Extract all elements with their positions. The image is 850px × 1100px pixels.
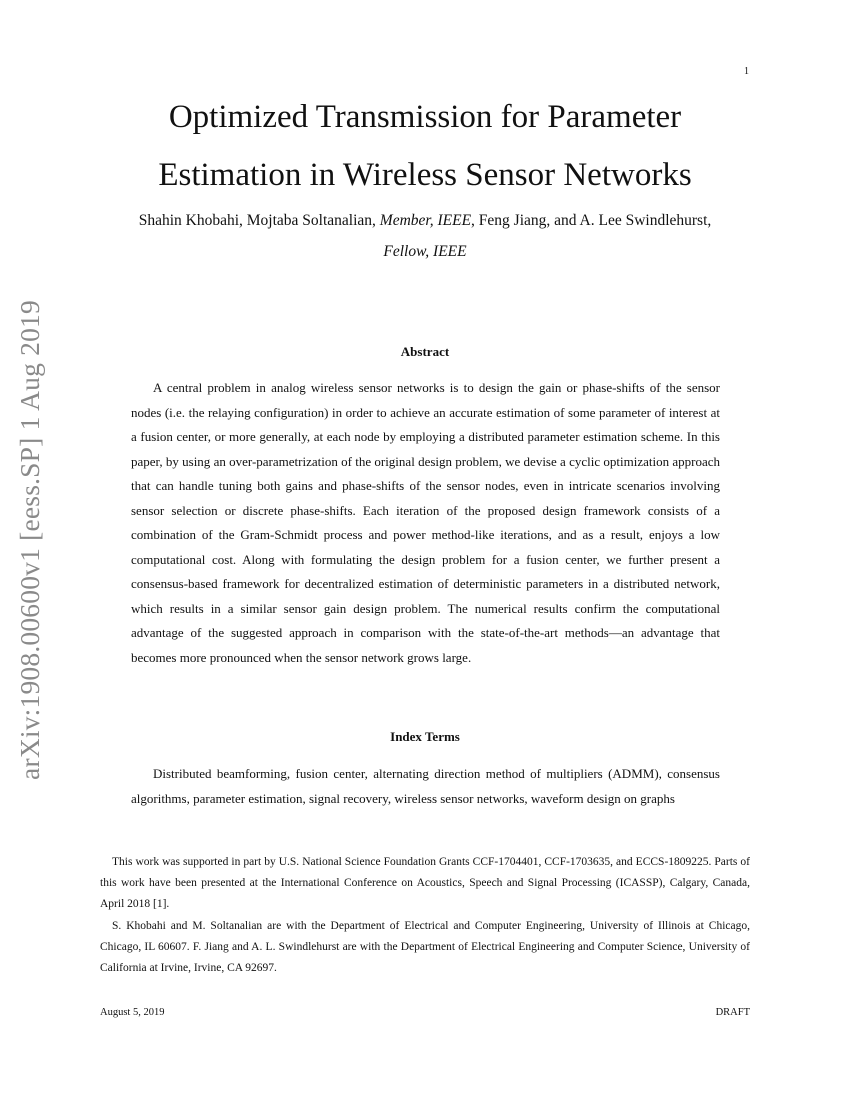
index-terms-heading: Index Terms [390, 729, 460, 744]
abstract-heading: Abstract [400, 344, 450, 359]
affiliation-footnote: S. Khobahi and M. Soltanalian are with t… [100, 920, 750, 975]
authors-text-1: Shahin Khobahi, Mojtaba Soltanalian, [138, 212, 380, 229]
footer-draft-label: DRAFT [715, 1007, 750, 1018]
author-affiliation-member: Member, IEEE [379, 212, 472, 229]
funding-footnote: This work was supported in part by U.S. … [100, 856, 750, 911]
author-affiliation-fellow: Fellow, IEEE [383, 243, 467, 260]
page-number: 1 [744, 66, 749, 77]
footer-date: August 5, 2019 [100, 1007, 165, 1018]
index-terms-body: Distributed beamforming, fusion center, … [131, 766, 720, 806]
authors-text-2: , Feng Jiang, and A. Lee Swindlehurst, [471, 212, 712, 229]
arxiv-identifier-stamp: arXiv:1908.00600v1 [eess.SP] 1 Aug 2019 [14, 300, 45, 780]
abstract-body: A central problem in analog wireless sen… [131, 380, 720, 665]
paper-title: Optimized Transmission for Parameter Est… [158, 99, 692, 193]
author-list: Shahin Khobahi, Mojtaba Soltanalian, Mem… [100, 205, 750, 267]
